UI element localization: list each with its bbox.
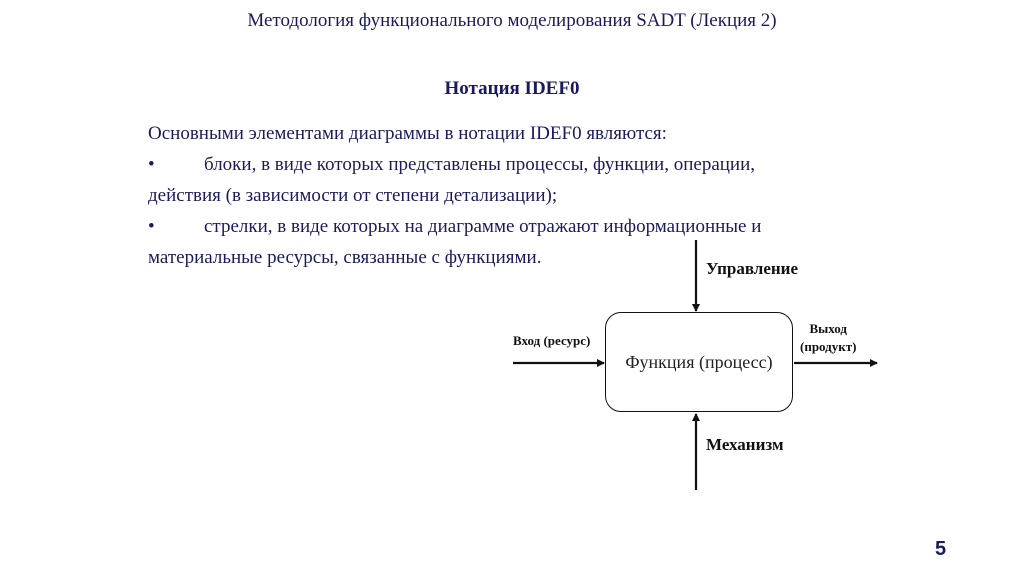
bullet-1-line-2: действия (в зависимости от степени детал… <box>148 185 558 206</box>
bullet-2-line-1: • стрелки, в виде которых на диаграмме от… <box>148 211 868 242</box>
control-label: Управление <box>706 259 799 278</box>
intro-line: Основными элементами диаграммы в нотации… <box>148 123 667 144</box>
input-label: Вход (ресурс) <box>513 333 591 348</box>
output-label-line-1: Выход <box>809 321 847 336</box>
function-box: Функция (процесс) <box>605 312 793 412</box>
bullet-1-line-1: • блоки, в виде которых представлены проц… <box>148 149 868 180</box>
bullet-2-text: стрелки, в виде которых на диаграмме отр… <box>204 216 762 237</box>
mechanism-label: Механизм <box>706 435 784 454</box>
slide-subtitle: Нотация IDEF0 <box>444 78 580 99</box>
bullet-icon: • <box>148 154 155 175</box>
slide-header: Методология функционального моделировани… <box>247 10 777 31</box>
output-label-line-2: (продукт) <box>800 339 857 354</box>
output-label: Выход (продукт) <box>800 320 856 356</box>
bullet-1-text: блоки, в виде которых представлены проце… <box>204 154 756 175</box>
bullet-icon: • <box>148 216 155 237</box>
function-box-label: Функция (процесс) <box>625 351 773 372</box>
page-number: 5 <box>935 538 947 560</box>
body-text: Основными элементами диаграммы в нотации… <box>148 118 868 273</box>
bullet-2-line-2: материальные ресурсы, связанные с функци… <box>148 247 542 268</box>
